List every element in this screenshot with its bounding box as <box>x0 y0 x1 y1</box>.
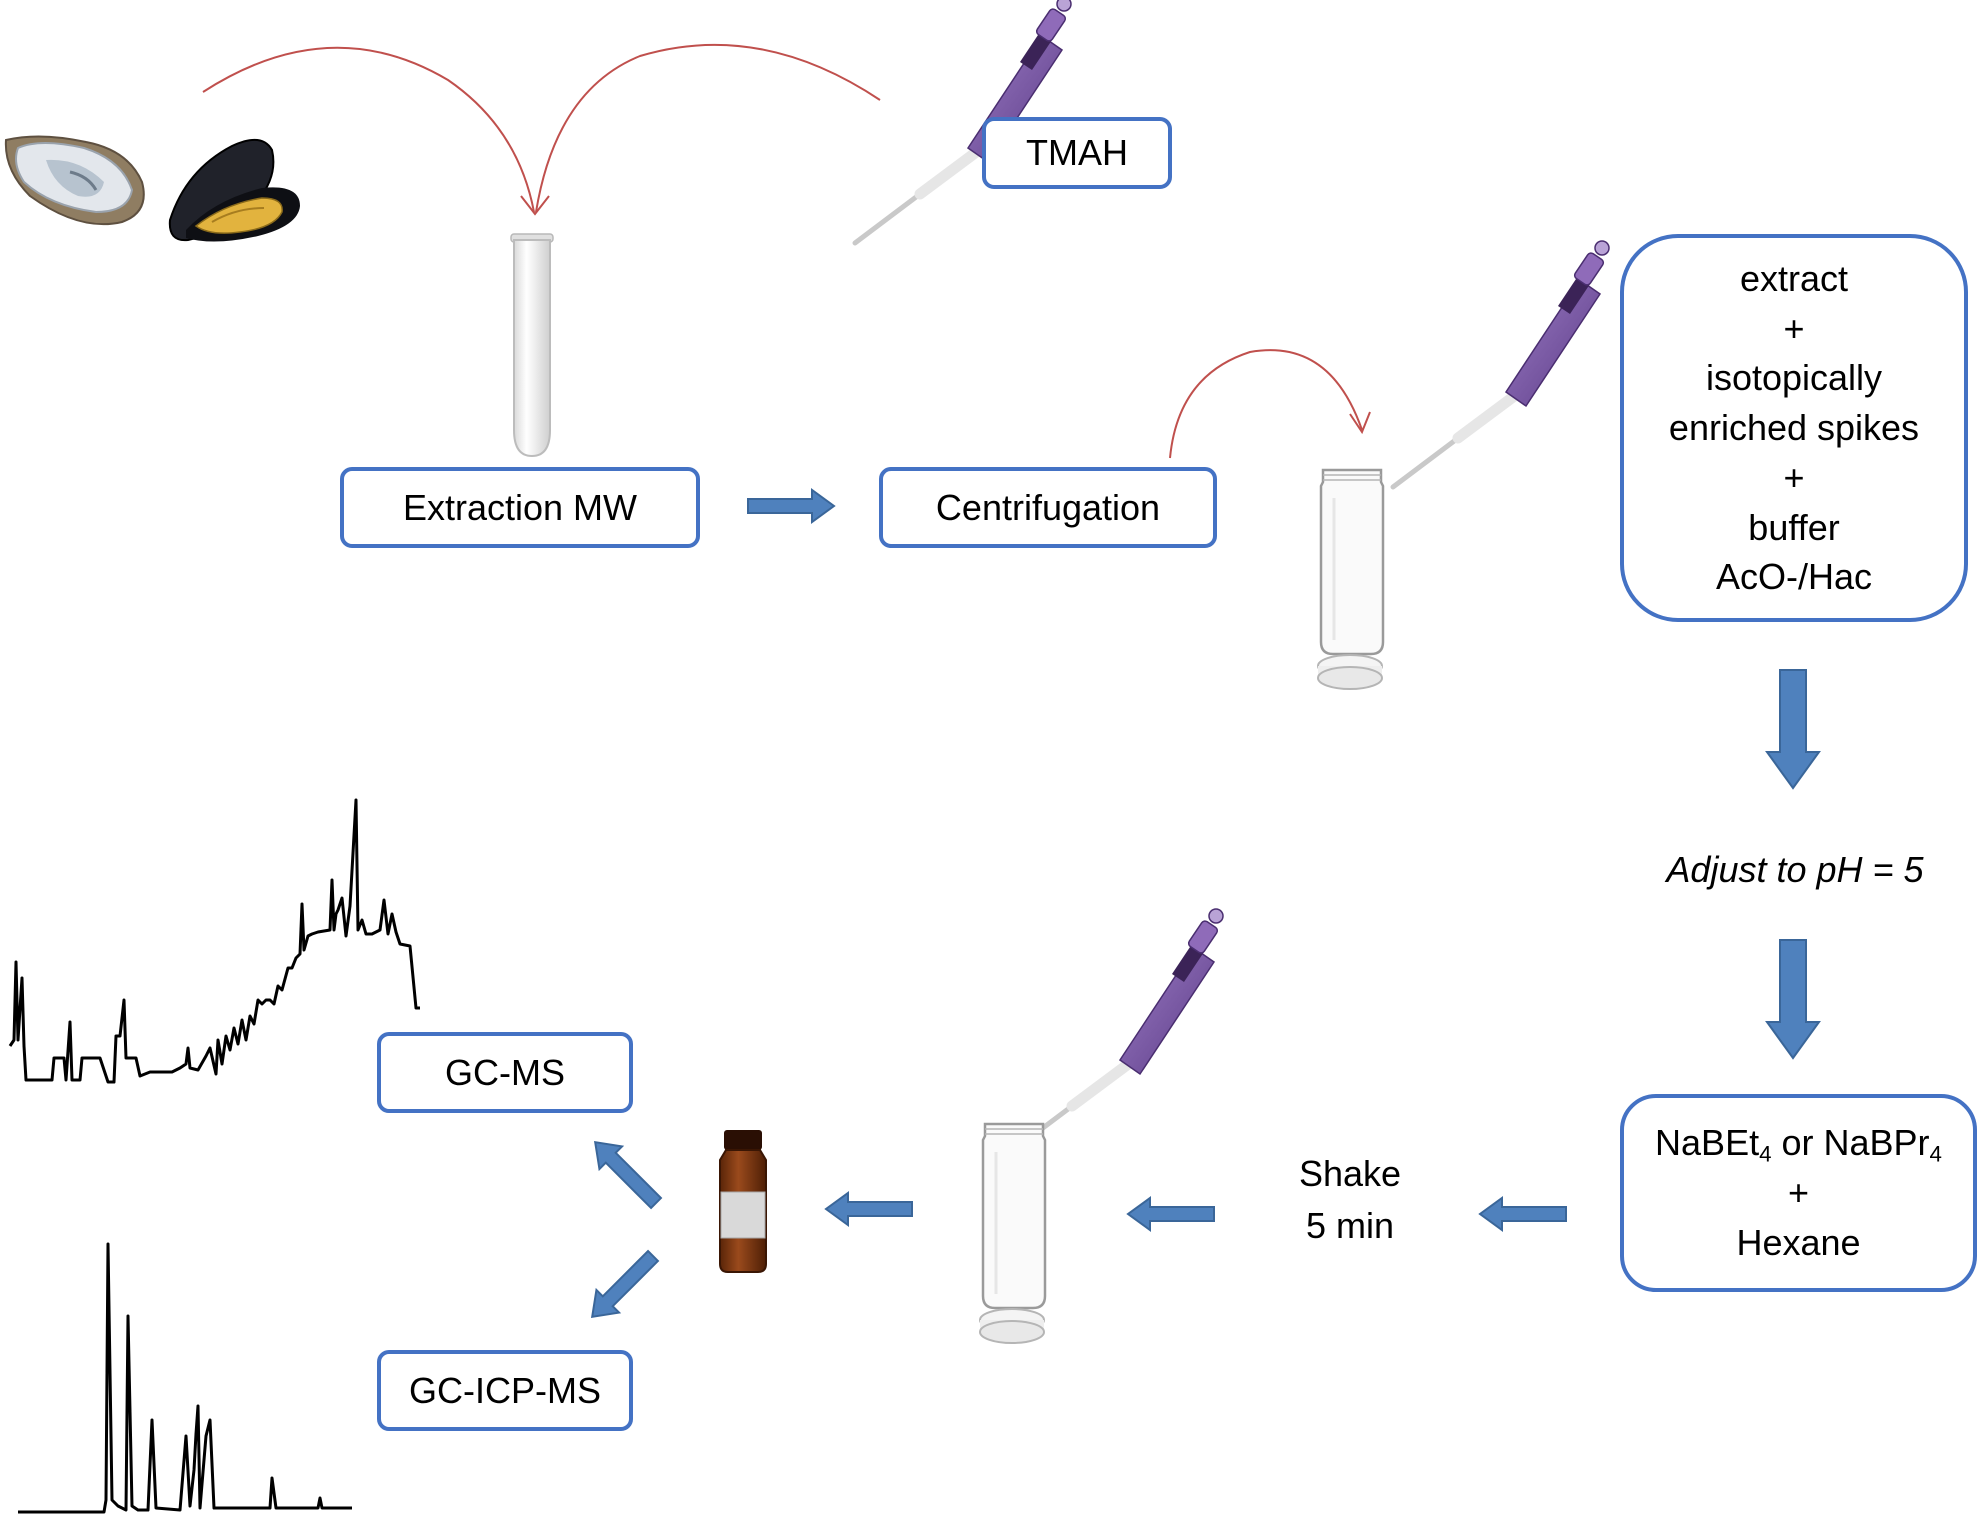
shake-duration-line: 5 min <box>1305 1205 1395 1247</box>
curve-arrow-extract <box>1169 349 1363 459</box>
chromatogram-icon <box>8 798 420 1084</box>
centrifugation-label: Centrifugation <box>935 486 1161 528</box>
flow-arrow-up-left <box>582 1129 669 1216</box>
reagent-nabet: NaBEt <box>1655 1122 1760 1164</box>
tmah-label: TMAH <box>1026 132 1128 174</box>
curve-arrow-tmah <box>535 43 881 213</box>
mixture-line-enriched-spikes: enriched spikes <box>1668 407 1920 449</box>
gc-icp-ms-box: GC-ICP-MS <box>377 1350 633 1431</box>
reagent-or-nabpr: or NaBPr <box>1771 1122 1930 1164</box>
glass-vial-icon <box>1316 468 1385 691</box>
flow-arrow-left <box>1127 1197 1215 1231</box>
flow-arrow-right <box>747 489 835 523</box>
oyster-icon <box>4 135 145 226</box>
extraction-mw-box: Extraction MW <box>340 467 700 548</box>
flow-arrow-down-left <box>579 1243 666 1330</box>
tmah-box: TMAH <box>982 117 1172 189</box>
reagent-box: NaBEt4 or NaBPr4 + Hexane <box>1620 1094 1977 1292</box>
centrifugation-box: Centrifugation <box>879 467 1217 548</box>
test-tube-icon <box>510 233 554 458</box>
mixture-line-acetate: AcO-/Hac <box>1715 556 1873 598</box>
amber-vial-icon <box>719 1130 767 1273</box>
flow-arrow-down <box>1766 669 1820 789</box>
curve-arrowhead-vial <box>1349 411 1371 435</box>
gc-ms-box: GC-MS <box>377 1032 633 1113</box>
curve-arrowhead-tube <box>520 195 550 216</box>
flow-arrow-left <box>825 1192 913 1226</box>
reagent-line-plus: + <box>1787 1172 1810 1214</box>
mixture-box: extract + isotopically enriched spikes +… <box>1620 234 1968 622</box>
reagent-subscript: 4 <box>1929 1142 1942 1168</box>
adjust-ph-label: Adjust to pH = 5 <box>1666 849 1924 890</box>
mixture-line-buffer: buffer <box>1748 506 1840 548</box>
mussel-icon <box>168 139 300 242</box>
shake-line: Shake <box>1298 1153 1402 1194</box>
extraction-mw-label: Extraction MW <box>402 486 638 528</box>
chromatogram-icon <box>18 1242 352 1514</box>
curve-arrow-sample <box>202 46 535 213</box>
pipette-icon <box>1007 909 1223 1155</box>
flow-arrow-left <box>1479 1197 1567 1231</box>
reagent-line-hexane: Hexane <box>1736 1221 1861 1263</box>
reagent-line-borates: NaBEt4 or NaBPr4 <box>1655 1118 1942 1168</box>
gc-ms-label: GC-MS <box>445 1051 565 1093</box>
reagent-subscript: 4 <box>1759 1142 1772 1168</box>
shake-label: Shake 5 min <box>1270 1148 1430 1252</box>
mixture-line-isotopically: isotopically <box>1705 357 1883 399</box>
glass-vial-icon <box>978 1122 1047 1345</box>
flow-arrow-down <box>1766 939 1820 1059</box>
pipette-icon <box>1393 241 1609 487</box>
mixture-line-plus: + <box>1783 456 1805 498</box>
mixture-line-plus: + <box>1783 307 1805 349</box>
mixture-line-extract: extract <box>1739 258 1849 300</box>
gc-icp-ms-label: GC-ICP-MS <box>409 1369 601 1411</box>
